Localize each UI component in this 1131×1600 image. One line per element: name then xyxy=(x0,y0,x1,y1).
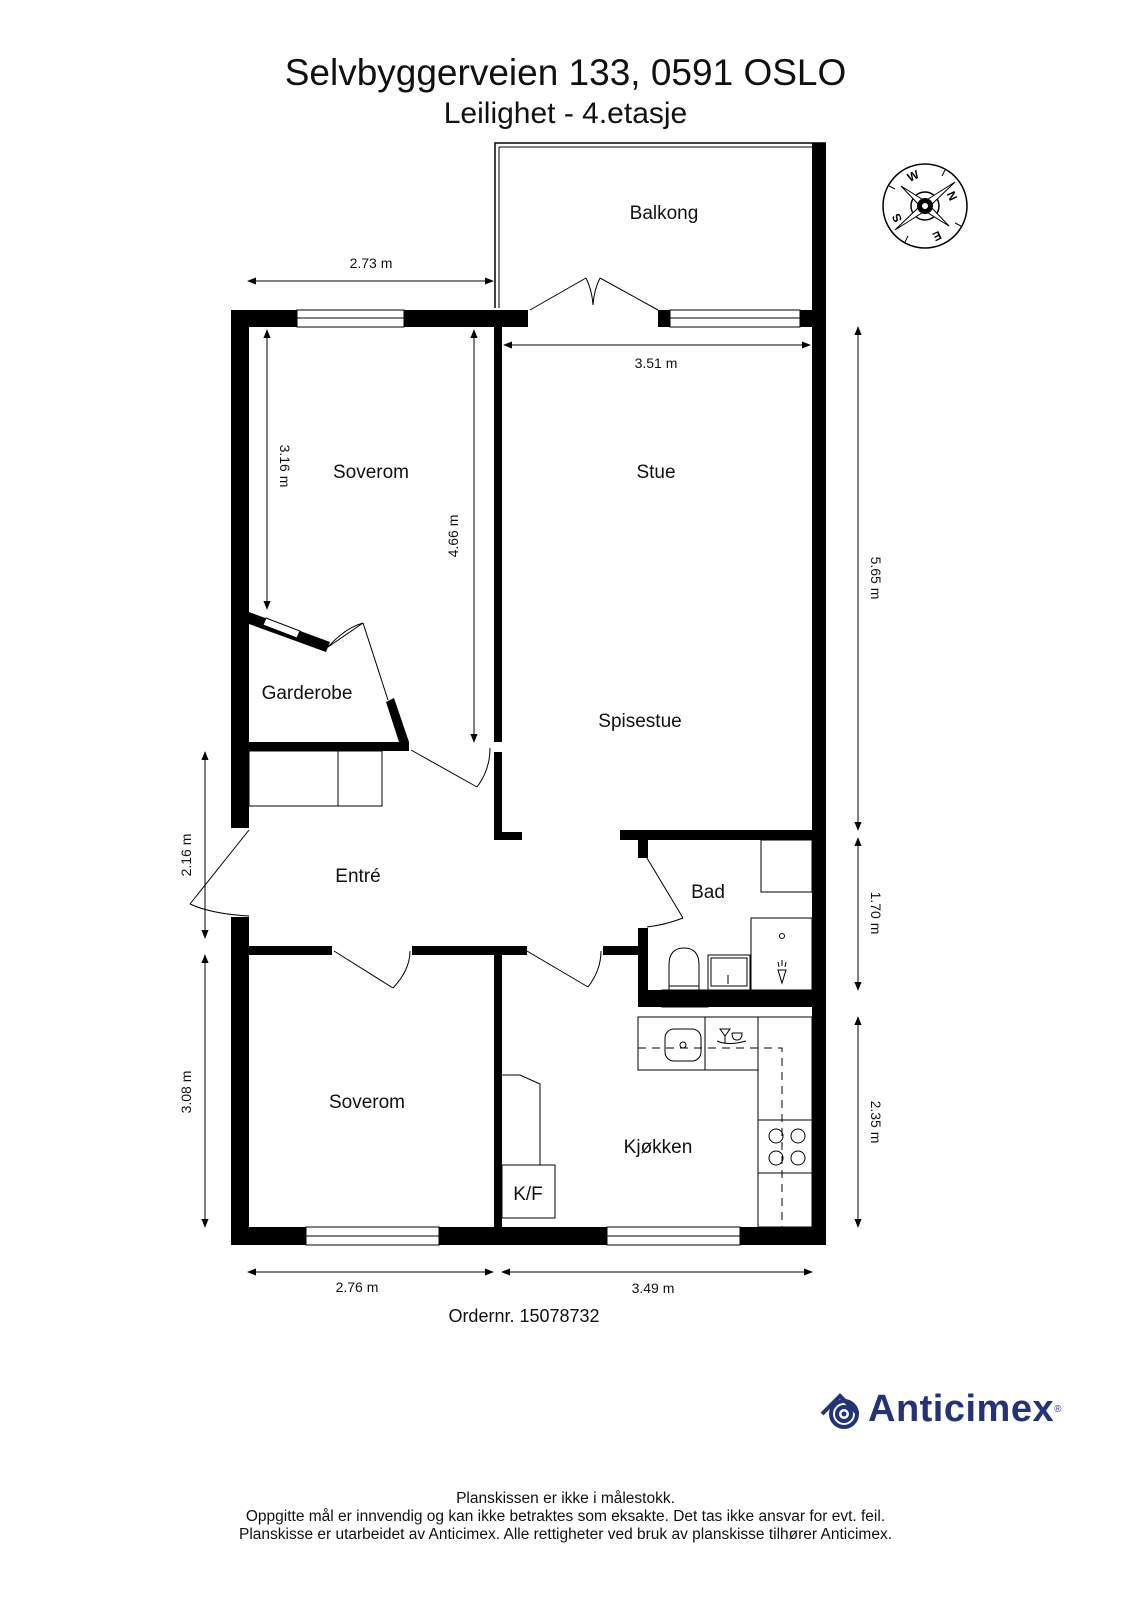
room-dining: Spisestue xyxy=(598,711,681,732)
exterior-walls xyxy=(231,310,826,1245)
dim-living-width: 3.51 m xyxy=(635,355,678,371)
compass-icon: W N E S xyxy=(882,163,968,249)
page-title: Selvbyggerveien 133, 0591 OSLO xyxy=(284,52,847,93)
balcony-outline xyxy=(494,142,826,313)
room-balcony: Balkong xyxy=(630,203,699,224)
compass-e: E xyxy=(930,228,943,244)
fridge-freezer-label: K/F xyxy=(513,1184,543,1205)
balcony-door xyxy=(529,277,659,311)
dim-kitchen-width: 3.49 m xyxy=(632,1280,675,1296)
dim-bedroom-bottom-depth: 3.08 m xyxy=(178,1071,194,1114)
order-number: Ordernr. 15078732 xyxy=(448,1306,600,1326)
dim-entry-depth: 2.16 m xyxy=(178,834,194,877)
room-bedroom-bottom: Soverom xyxy=(329,1092,405,1113)
anticimex-logo-icon xyxy=(820,1392,860,1429)
brand-name: Anticimex xyxy=(868,1388,1055,1430)
room-kitchen: Kjøkken xyxy=(624,1137,693,1158)
windows xyxy=(296,309,801,1246)
room-closet: Garderobe xyxy=(262,683,353,704)
dim-bedroom-top-width: 2.73 m xyxy=(350,255,393,271)
dim-bath-depth: 1.70 m xyxy=(868,892,884,935)
room-bath: Bad xyxy=(691,882,725,903)
doors xyxy=(189,622,684,989)
brand-registered: ® xyxy=(1054,1404,1062,1415)
dimension-lines xyxy=(201,277,862,1276)
disclaimer: Planskissen er ikke i målestokk. Oppgitt… xyxy=(0,1490,1131,1544)
entry-wardrobe xyxy=(248,750,383,807)
compass-n: N xyxy=(944,189,960,203)
disclaimer-line-3: Planskisse er utarbeidet av Anticimex. A… xyxy=(238,1526,892,1543)
dim-living-depth: 5.65 m xyxy=(868,557,884,600)
room-entry: Entré xyxy=(335,866,380,887)
dim-bedroom-top-total: 4.66 m xyxy=(445,515,461,558)
dim-bedroom-bottom-width: 2.76 m xyxy=(336,1279,379,1295)
dim-bedroom-top-depth: 3.16 m xyxy=(277,445,293,488)
compass-w: W xyxy=(905,167,922,185)
brand-logo: Anticimex ® xyxy=(818,1388,1062,1431)
disclaimer-line-2: Oppgitte mål er innvendig og kan ikke be… xyxy=(245,1508,886,1525)
page-subtitle: Leilighet - 4.etasje xyxy=(443,97,688,130)
room-bedroom-top: Soverom xyxy=(333,462,409,483)
disclaimer-line-1: Planskissen er ikke i målestokk. xyxy=(456,1490,675,1507)
closet-partition xyxy=(262,617,301,639)
dim-kitchen-depth: 2.35 m xyxy=(868,1101,884,1144)
room-living: Stue xyxy=(636,462,675,483)
kitchen-fixtures xyxy=(501,1016,813,1228)
bath-fixtures xyxy=(661,839,813,1008)
